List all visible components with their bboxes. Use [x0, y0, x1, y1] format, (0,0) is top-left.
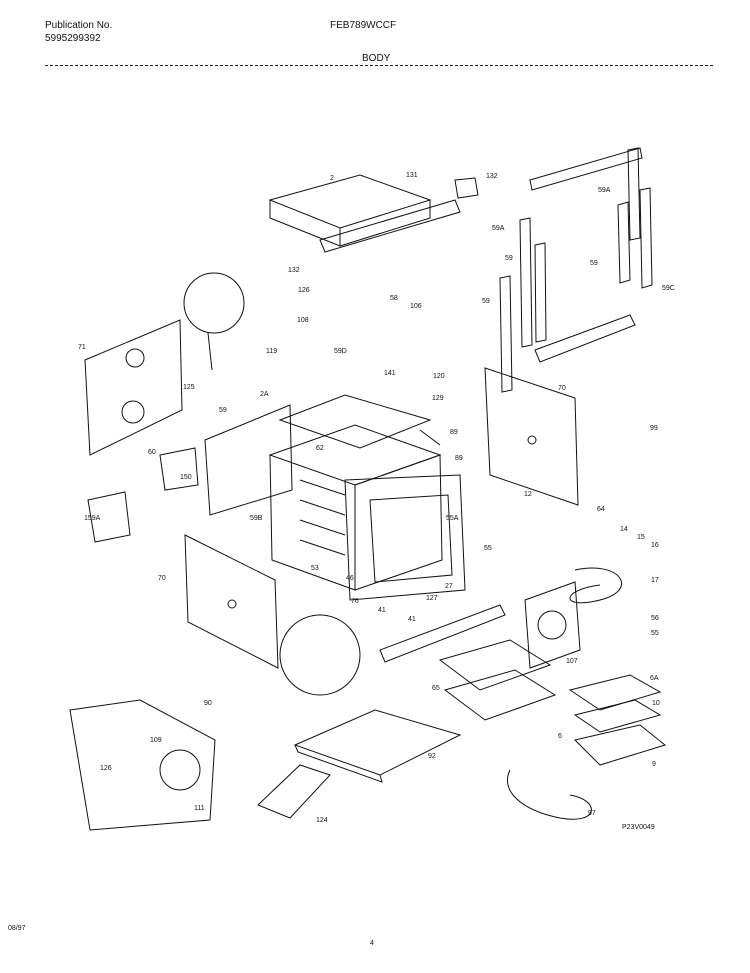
part-callout: 62: [316, 445, 324, 452]
part-callout: 89: [450, 429, 458, 436]
part-callout: 76: [351, 598, 359, 605]
part-callout: 59: [505, 255, 513, 262]
part-callout: 71: [78, 344, 86, 351]
part-callout: 127: [426, 595, 438, 602]
part-callout: 14: [620, 526, 628, 533]
part-callout: 60: [148, 449, 156, 456]
part-callout: 125: [183, 384, 195, 391]
part-callout: 59D: [334, 348, 347, 355]
part-callout: 41: [378, 607, 386, 614]
part-callout: 119: [266, 348, 277, 355]
part-callout: 124: [316, 817, 328, 824]
footer-date: 08/97: [8, 925, 26, 932]
part-callout: 126: [100, 765, 112, 772]
part-callout: 10: [652, 700, 660, 707]
part-callout: 150: [180, 474, 192, 481]
part-callout: 58: [390, 295, 398, 302]
part-callout: 92: [428, 753, 436, 760]
part-callout: 9: [652, 761, 656, 768]
part-callout: 15: [637, 534, 645, 541]
part-callout: 89: [455, 455, 463, 462]
part-callout: 55A: [446, 515, 459, 522]
part-callout: 59A: [492, 225, 505, 232]
part-callout: 120: [433, 373, 445, 380]
part-callout: 70: [558, 385, 566, 392]
part-callout: 53: [311, 565, 319, 572]
part-callout: 46: [346, 575, 354, 582]
part-callout: 56: [651, 615, 659, 622]
part-callout: 97: [588, 810, 596, 817]
part-callout: 70: [158, 575, 166, 582]
part-callout: 111: [194, 805, 205, 812]
model-number: FEB789WCCF: [330, 20, 397, 31]
part-callout: 55: [484, 545, 492, 552]
part-callout: 65: [432, 685, 440, 692]
part-callout: 107: [566, 658, 578, 665]
part-callout: 27: [445, 583, 453, 590]
publication-number: 5995299392: [45, 33, 101, 44]
publication-label: Publication No.: [45, 20, 113, 31]
part-callout: 106: [410, 303, 422, 310]
part-callout: 131: [406, 172, 418, 179]
part-callout: 109: [150, 737, 162, 744]
part-callout: 59C: [662, 285, 675, 292]
part-callout: 59: [482, 298, 490, 305]
part-callout: 59A: [598, 187, 611, 194]
part-callout: 12: [524, 491, 532, 498]
part-callout: 99: [650, 425, 658, 432]
part-callout: 17: [651, 577, 659, 584]
part-callout: 59: [219, 407, 227, 414]
part-callout: 16: [651, 542, 659, 549]
part-callout: 126: [298, 287, 310, 294]
part-callout: 108: [297, 317, 309, 324]
part-callout: 2A: [260, 391, 269, 398]
part-callout: 59: [590, 260, 598, 267]
section-title: BODY: [362, 53, 391, 64]
part-callout: 141: [384, 370, 396, 377]
part-callout: 64: [597, 506, 605, 513]
part-callout: 129: [432, 395, 444, 402]
part-callout: 6A: [650, 675, 659, 682]
part-callout: 41: [408, 616, 416, 623]
part-callout: 59B: [250, 515, 263, 522]
part-callout: 2: [330, 175, 334, 182]
part-callout: 55: [651, 630, 659, 637]
part-callout: 159A: [84, 515, 101, 522]
part-callout: 132: [288, 267, 300, 274]
header-divider: [45, 65, 713, 66]
footer-page: 4: [370, 940, 374, 947]
part-callout: 90: [204, 700, 212, 707]
part-callout: 132: [486, 173, 498, 180]
diagram-code: P23V0049: [622, 824, 655, 831]
part-callout: 6: [558, 733, 562, 740]
